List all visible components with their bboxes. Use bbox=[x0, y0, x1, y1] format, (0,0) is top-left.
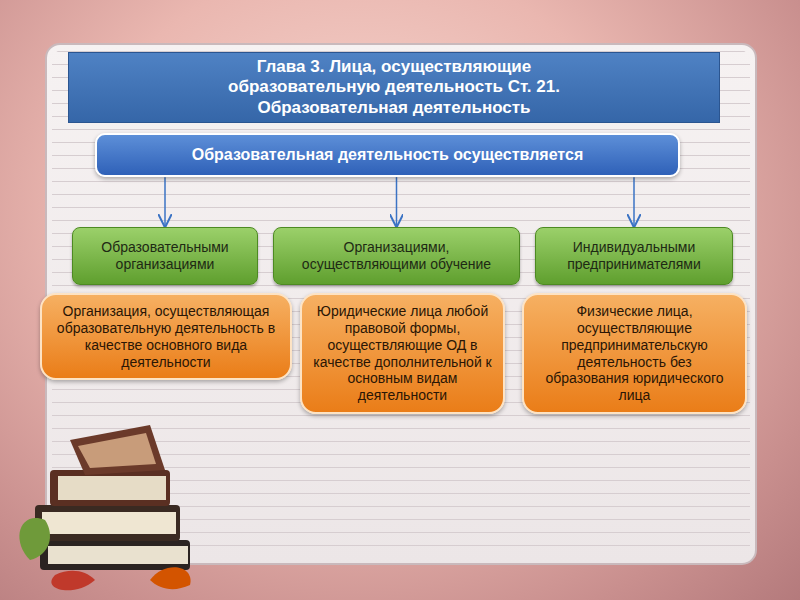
paper-lines bbox=[52, 50, 750, 558]
box-text: Физические лица, осуществляющие предприн… bbox=[534, 303, 735, 404]
box-text: Организация, осуществляющая образователь… bbox=[52, 303, 280, 370]
category-box: Организациями, осуществляющими обучение bbox=[273, 227, 520, 285]
header-box: Образовательная деятельность осуществляе… bbox=[95, 133, 680, 177]
box-text: Индивидуальными предпринимателями bbox=[544, 239, 724, 273]
description-box: Организация, осуществляющая образователь… bbox=[40, 293, 292, 380]
title-band: Глава 3. Лица, осуществляющие образовате… bbox=[68, 52, 720, 123]
arrow-connector bbox=[396, 177, 398, 226]
box-text: Образовательная деятельность осуществляе… bbox=[109, 146, 666, 164]
arrow-connector bbox=[633, 177, 635, 226]
category-box: Индивидуальными предпринимателями bbox=[535, 227, 733, 285]
description-box: Юридические лица любой правовой формы, о… bbox=[300, 293, 505, 414]
box-text: Организациями, осуществляющими обучение bbox=[282, 239, 511, 273]
arrow-connector bbox=[164, 177, 166, 226]
description-box: Физические лица, осуществляющие предприн… bbox=[522, 293, 747, 414]
books-illustration bbox=[19, 425, 190, 590]
box-text: Образовательными организациями bbox=[81, 239, 249, 273]
box-text: Юридические лица любой правовой формы, о… bbox=[312, 303, 493, 404]
category-box: Образовательными организациями bbox=[72, 227, 258, 285]
paper-panel bbox=[46, 44, 756, 564]
title-text: Глава 3. Лица, осуществляющие образовате… bbox=[194, 57, 594, 118]
